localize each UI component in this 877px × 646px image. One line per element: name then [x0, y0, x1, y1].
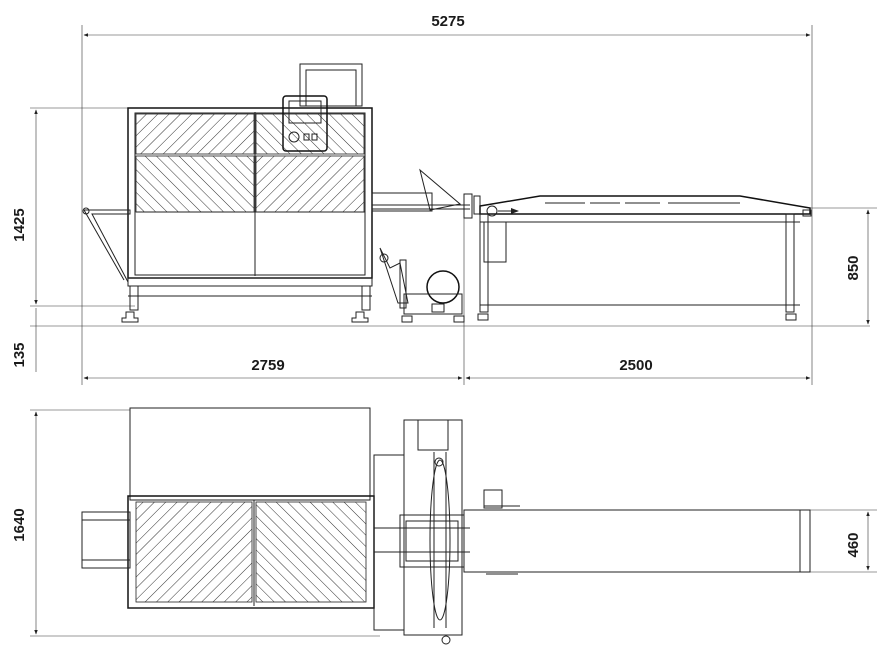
machine-housing — [121, 107, 373, 323]
dimension-label-right-section: 2500 — [619, 357, 652, 374]
outfeed-conveyor — [477, 195, 812, 321]
sealing-unit — [371, 168, 481, 323]
plan-sealing-unit — [373, 419, 470, 645]
side-view: 5275 1425 135 2759 2500 — [11, 13, 877, 385]
infeed-table — [82, 207, 131, 283]
dimension-plan-width: 1640 — [11, 409, 380, 637]
plan-infeed — [81, 511, 131, 569]
dimension-label-height-top: 1425 — [11, 208, 28, 241]
dimension-label-total-length: 5275 — [431, 13, 464, 30]
dimension-conveyor-height: 850 — [810, 207, 877, 325]
plan-outfeed-conveyor — [463, 489, 811, 575]
dimension-label-conveyor-height: 850 — [845, 255, 862, 280]
plan-view: 1640 460 — [11, 407, 877, 645]
dimension-total-length: 5275 — [81, 13, 813, 210]
dimension-label-left-section: 2759 — [251, 357, 284, 374]
dimension-label-plan-width: 1640 — [11, 508, 28, 541]
dimension-label-leg-height: 135 — [11, 342, 28, 367]
dimension-leg-height: 135 — [11, 308, 870, 372]
dimension-conveyor-width: 460 — [810, 509, 877, 573]
dimension-height-top: 1425 — [11, 107, 135, 307]
plan-housing — [127, 407, 375, 609]
control-panel — [282, 63, 363, 152]
dimension-sections: 2759 2500 — [81, 200, 813, 385]
dimension-label-conveyor-width: 460 — [845, 532, 862, 557]
